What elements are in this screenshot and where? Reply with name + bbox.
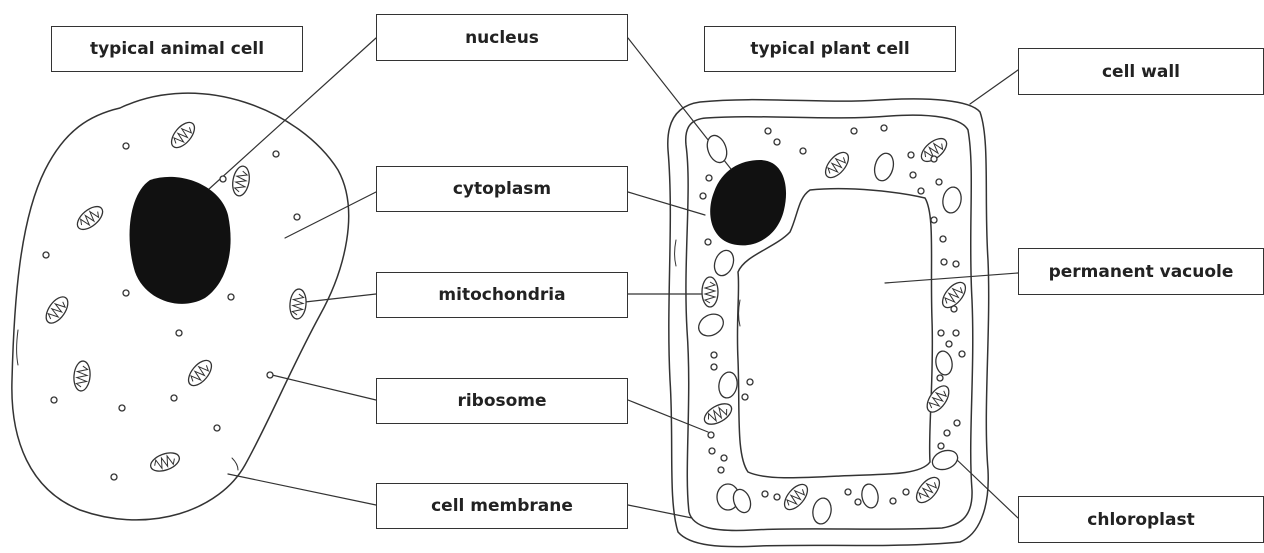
ribosome <box>845 489 851 495</box>
ribosome <box>908 152 914 158</box>
mitochondrion <box>73 360 92 391</box>
ribosome <box>709 448 715 454</box>
ribosome <box>762 491 768 497</box>
chloroplast <box>811 497 833 526</box>
mitochondrion <box>289 288 308 319</box>
chloroplast <box>930 447 961 473</box>
ribosome <box>931 156 937 162</box>
label-chloroplast: chloroplast <box>1018 496 1264 543</box>
ribosome <box>51 397 57 403</box>
ribosome <box>721 455 727 461</box>
ribosome <box>903 489 909 495</box>
ribosome <box>43 252 49 258</box>
chloroplast <box>872 151 897 183</box>
mitochondrion <box>821 148 853 181</box>
animal-nucleus <box>130 177 231 304</box>
mitochondrion <box>780 480 812 513</box>
ribosome <box>937 375 943 381</box>
ribosome <box>700 193 706 199</box>
chloroplast <box>717 371 739 400</box>
ribosome <box>938 443 944 449</box>
mitochondrion <box>701 400 735 429</box>
ribosome <box>294 214 300 220</box>
ribosome <box>214 425 220 431</box>
ribosome <box>940 236 946 242</box>
ribosome <box>931 217 937 223</box>
ribosome <box>220 176 226 182</box>
ribosome <box>946 341 952 347</box>
ribosome <box>705 239 711 245</box>
ribosome <box>123 290 129 296</box>
ribosome <box>938 330 944 336</box>
ribosome <box>123 143 129 149</box>
ribosome <box>706 175 712 181</box>
ribosome <box>959 351 965 357</box>
ribosome <box>711 364 717 370</box>
label-ribosome: ribosome <box>376 378 628 424</box>
mitochondrion <box>42 293 72 327</box>
mitochondrion <box>148 449 182 474</box>
label-cytoplasm: cytoplasm <box>376 166 628 212</box>
ribosome <box>951 306 957 312</box>
ribosome <box>855 499 861 505</box>
ribosome <box>708 432 714 438</box>
ribosome <box>111 474 117 480</box>
ribosome <box>171 395 177 401</box>
ribosome <box>890 498 896 504</box>
ribosome <box>267 372 273 378</box>
ribosome <box>881 125 887 131</box>
ribosome <box>774 139 780 145</box>
label-permanent-vacuole: permanent vacuole <box>1018 248 1264 295</box>
label-cell-membrane: cell membrane <box>376 483 628 529</box>
ribosome <box>711 352 717 358</box>
chloroplast <box>934 350 954 376</box>
ribosome <box>176 330 182 336</box>
ribosome <box>228 294 234 300</box>
ribosome <box>718 467 724 473</box>
ribosome <box>944 430 950 436</box>
ribosome <box>941 259 947 265</box>
ribosome <box>936 179 942 185</box>
ribosome <box>954 420 960 426</box>
title-animal-cell: typical animal cell <box>51 26 303 72</box>
mitochondrion <box>702 277 718 307</box>
mitochondrion <box>923 382 953 416</box>
ribosome <box>273 151 279 157</box>
chloroplast <box>695 310 728 340</box>
plant-nucleus <box>710 160 786 245</box>
mitochondrion <box>73 202 106 234</box>
label-nucleus: nucleus <box>376 14 628 61</box>
ribosome <box>800 148 806 154</box>
mitochondrion <box>912 473 944 506</box>
ribosome <box>774 494 780 500</box>
mitochondrion <box>231 165 252 197</box>
chloroplast <box>860 483 880 509</box>
ribosome <box>918 188 924 194</box>
chloroplast <box>704 133 730 165</box>
title-plant-cell: typical plant cell <box>704 26 956 72</box>
ribosome <box>953 261 959 267</box>
label-mitochondria: mitochondria <box>376 272 628 318</box>
ribosome <box>765 128 771 134</box>
ribosome <box>851 128 857 134</box>
label-cell-wall: cell wall <box>1018 48 1264 95</box>
mitochondrion <box>184 356 216 389</box>
ribosome <box>953 330 959 336</box>
chloroplast <box>941 186 963 215</box>
ribosome <box>119 405 125 411</box>
ribosome <box>742 394 748 400</box>
mitochondrion <box>167 118 199 151</box>
ribosome <box>910 172 916 178</box>
ribosome <box>747 379 753 385</box>
chloroplast <box>711 248 737 279</box>
